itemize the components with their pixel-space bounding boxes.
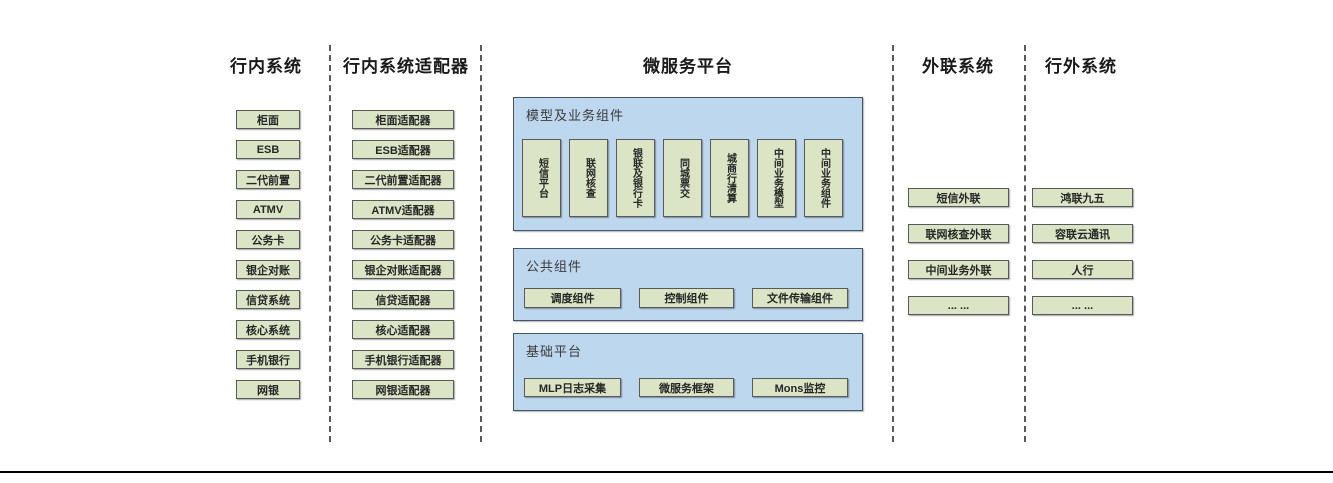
diagram-box: 网银适配器	[352, 380, 454, 399]
diagram-box: 柜面适配器	[352, 110, 454, 129]
diagram-box: ESB	[236, 140, 300, 159]
diagram-box: 控制组件	[639, 288, 734, 308]
diagram-box: 微服务框架	[639, 378, 734, 397]
diagram-box: 公务卡适配器	[352, 230, 454, 249]
diagram-box: 文件传输组件	[752, 288, 848, 308]
diagram-box: 银联及银行卡	[616, 139, 655, 217]
diagram-box: ATMV	[236, 200, 300, 219]
diagram-box: Mons监控	[752, 378, 848, 397]
diagram-box: 联网核查	[569, 139, 608, 217]
diagram-box: 联网核查外联	[908, 224, 1009, 243]
diagram-box: 同城票交	[663, 139, 702, 217]
panel-common-components: 公共组件 调度组件 控制组件 文件传输组件	[513, 248, 863, 321]
diagram-box: 公务卡	[236, 230, 300, 249]
column-title-adapters: 行内系统适配器	[343, 57, 469, 76]
panel-title: 基础平台	[526, 344, 583, 359]
column-separator	[329, 45, 331, 442]
diagram-box: 短信外联	[908, 188, 1009, 207]
column-title-outreach: 外联系统	[922, 57, 994, 76]
diagram-box: 信贷适配器	[352, 290, 454, 309]
panel-base-platform: 基础平台 MLP日志采集 微服务框架 Mons监控	[513, 333, 863, 411]
diagram-box: 网银	[236, 380, 300, 399]
diagram-box: 核心系统	[236, 320, 300, 339]
panel-title: 公共组件	[526, 259, 583, 274]
diagram-box: ... ...	[908, 296, 1009, 315]
column-title-internal: 行内系统	[230, 57, 302, 76]
diagram-box: 手机银行	[236, 350, 300, 369]
column-separator	[892, 45, 894, 442]
diagram-box: ... ...	[1032, 296, 1133, 315]
diagram-box: 中间业务组件	[804, 139, 843, 217]
diagram-box: 人行	[1032, 260, 1133, 279]
diagram-box: 核心适配器	[352, 320, 454, 339]
diagram-box: 信贷系统	[236, 290, 300, 309]
diagram-box: 二代前置	[236, 170, 300, 189]
diagram-box: 鸿联九五	[1032, 188, 1133, 207]
column-title-platform: 微服务平台	[643, 57, 733, 76]
diagram-box: 短信平台	[522, 139, 561, 217]
column-separator	[1024, 45, 1026, 442]
column-title-external: 行外系统	[1045, 57, 1117, 76]
diagram-box: ATMV适配器	[352, 200, 454, 219]
diagram-box: 二代前置适配器	[352, 170, 454, 189]
diagram-box: MLP日志采集	[524, 378, 621, 397]
diagram-box: 手机银行适配器	[352, 350, 454, 369]
diagram-box: 中间业务模型	[757, 139, 796, 217]
diagram-box: ESB适配器	[352, 140, 454, 159]
panel-model-business-components: 模型及业务组件 短信平台 联网核查 银联及银行卡 同城票交 城商行清算 中间业务…	[513, 97, 863, 231]
diagram-box: 中间业务外联	[908, 260, 1009, 279]
column-separator	[480, 45, 482, 442]
diagram-box: 银企对账	[236, 260, 300, 279]
diagram-box: 容联云通讯	[1032, 224, 1133, 243]
diagram-box: 调度组件	[524, 288, 621, 308]
diagram-box: 柜面	[236, 110, 300, 129]
panel-title: 模型及业务组件	[526, 108, 625, 123]
diagram-box: 银企对账适配器	[352, 260, 454, 279]
diagram-box: 城商行清算	[710, 139, 749, 217]
bottom-divider	[0, 471, 1333, 473]
